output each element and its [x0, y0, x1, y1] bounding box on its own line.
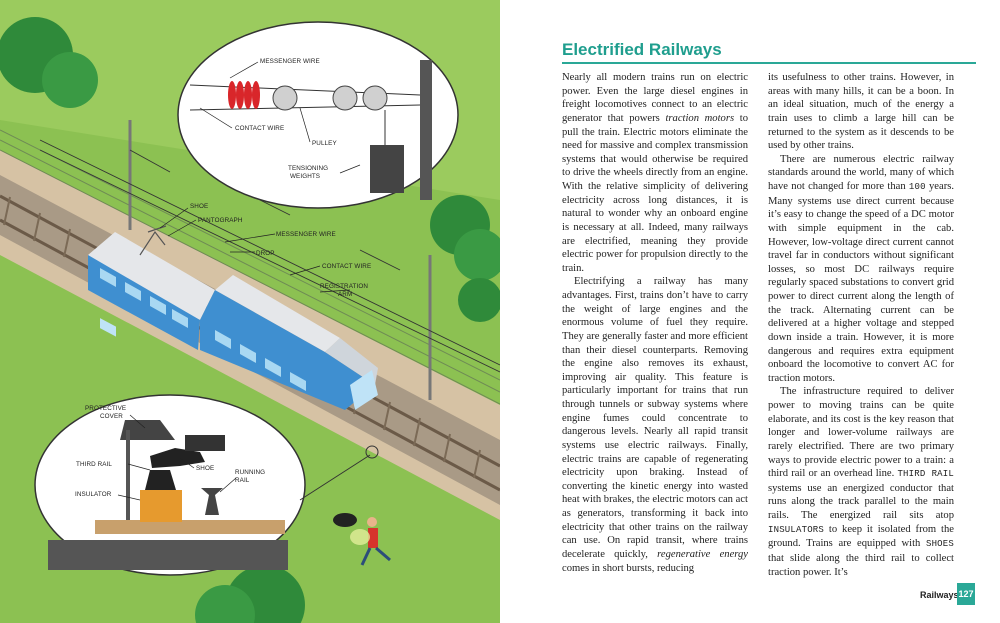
page-number: 127	[957, 583, 975, 605]
catenary-poles	[128, 120, 432, 400]
label-running-rail-1: RUNNING	[235, 469, 265, 476]
ballast-stones	[48, 540, 288, 570]
trees	[0, 17, 500, 623]
illustration-canvas: MESSENGER WIRE CONTACT WIRE PULLEY TENSI…	[0, 0, 500, 623]
label-registration-arm-1: REGISTRATION	[320, 283, 368, 290]
overhead-wires	[39, 139, 500, 373]
pulleys	[272, 85, 388, 111]
fence	[0, 129, 500, 405]
tension-coil	[228, 81, 260, 109]
paragraph: There are numerous electric railway stan…	[768, 153, 955, 384]
electric-train	[88, 225, 378, 410]
protective-cover-shape	[120, 420, 175, 440]
collector-shoe	[150, 448, 205, 468]
paragraph: its usefulness to other trains. However,…	[768, 72, 954, 152]
inset-third-rail: PROTECTIVE COVER THIRD RAIL SHOE RUNNING…	[34, 394, 306, 576]
shoe-beam	[185, 435, 225, 451]
text-column-1: Nearly all modern trains run on electric…	[562, 71, 748, 575]
label-shoe-bottom: SHOE	[196, 465, 214, 472]
text-page: Electrified Railways Nearly all modern t…	[500, 0, 1000, 623]
third-rail-shape	[145, 470, 176, 490]
title-rule	[562, 62, 976, 64]
label-registration-arm-2: ARM	[338, 291, 352, 298]
label-drop: DROP	[256, 250, 275, 257]
pantograph	[139, 225, 167, 256]
text-column-2: its usefulness to other trains. However,…	[768, 71, 954, 579]
insulator-block	[140, 490, 182, 522]
train-callouts: SHOE PANTOGRAPH MESSENGER WIRE DROP CONT…	[159, 203, 371, 298]
label-contact-wire-top: CONTACT WIRE	[235, 125, 284, 132]
paragraph: Electrifying a railway has many advantag…	[562, 276, 748, 574]
label-protective-cover-1: PROTECTIVE	[85, 405, 126, 412]
train-windows	[100, 268, 306, 391]
label-shoe-top: SHOE	[190, 203, 208, 210]
running-rail-shape	[201, 488, 223, 515]
article-title: Electrified Railways	[562, 40, 722, 59]
inset-pointer	[299, 454, 371, 501]
label-tensioning-weights-2: WEIGHTS	[290, 173, 320, 180]
label-pulley: PULLEY	[312, 140, 337, 147]
label-messenger-wire-mid: MESSENGER WIRE	[276, 231, 336, 238]
running-footer-section: Railways	[920, 590, 959, 600]
rail-tie	[95, 520, 285, 534]
label-insulator: INSULATOR	[75, 491, 112, 498]
rail-worker	[333, 513, 391, 566]
label-messenger-wire-top: MESSENGER WIRE	[260, 58, 320, 65]
label-pantograph: PANTOGRAPH	[198, 217, 243, 224]
inset-pointer-circle	[365, 445, 379, 459]
railroad-ties	[3, 196, 481, 479]
label-third-rail: THIRD RAIL	[76, 461, 112, 468]
label-running-rail-2: RAIL	[235, 477, 250, 484]
railway-illustration: MESSENGER WIRE CONTACT WIRE PULLEY TENSI…	[0, 0, 500, 623]
label-contact-wire-mid: CONTACT WIRE	[322, 263, 371, 270]
paragraph: Nearly all modern trains run on electric…	[562, 72, 748, 274]
label-protective-cover-2: COVER	[100, 413, 123, 420]
inset-tensioning-system: MESSENGER WIRE CONTACT WIRE PULLEY TENSI…	[177, 21, 459, 209]
tensioning-weight-stack	[370, 145, 404, 193]
paragraph: The infrastructure required to deliver p…	[768, 386, 954, 578]
label-tensioning-weights-1: TENSIONING	[288, 165, 328, 172]
